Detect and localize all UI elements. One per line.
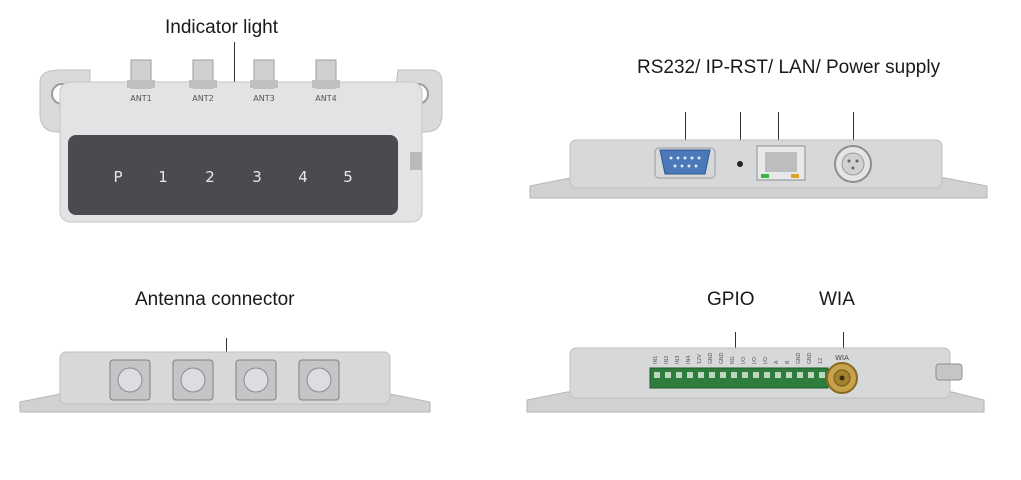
lan-pointer <box>778 112 779 154</box>
gpio-pin-labels: IN1 IN2 IN3 IN4 12V GND GND NG I/O I/O I… <box>653 352 824 364</box>
gpio-terminal-block <box>649 367 829 389</box>
ant2-label: ANT2 <box>192 94 213 103</box>
gpio-pin-label: I/O <box>752 357 758 364</box>
rear-view-device <box>529 139 988 199</box>
antenna-connector-label: Antenna connector <box>135 289 295 310</box>
power-connector <box>834 145 872 183</box>
rear-ports-label: RS232/ IP-RST/ LAN/ Power supply <box>637 57 941 78</box>
gpio-view-device: IN1 IN2 IN3 IN4 12V GND GND NG I/O I/O I… <box>526 347 985 413</box>
gpio-pin-label: IN3 <box>675 356 681 364</box>
gpio-pin-label: A <box>774 360 780 364</box>
indicator-3: 3 <box>252 168 262 186</box>
indicator-panel <box>68 135 398 215</box>
ant1-label: ANT1 <box>130 94 151 103</box>
gpio-pin-label: IN2 <box>664 356 670 364</box>
wia-connector <box>826 362 858 394</box>
antenna-connector-1 <box>109 359 151 401</box>
gpio-pin-label: 12 <box>818 358 824 364</box>
ant4-label: ANT4 <box>315 94 336 103</box>
indicator-5: 5 <box>343 168 353 186</box>
indicator-p: P <box>113 168 122 186</box>
ip-rst-pointer <box>740 112 741 154</box>
rs232-port <box>654 147 716 179</box>
wia-port-label: WIA <box>835 354 849 362</box>
gpio-pin-label: 12V <box>697 354 703 364</box>
antenna-view-device <box>19 351 431 413</box>
indicator-light-label: Indicator light <box>165 17 279 38</box>
ant3-label: ANT3 <box>253 94 274 103</box>
power-pointer <box>853 112 854 154</box>
antenna-connector-2 <box>172 359 214 401</box>
gpio-label: GPIO <box>707 289 755 310</box>
gpio-pin-label: GND <box>807 352 813 364</box>
top-view-device: ANT1 ANT2 ANT3 ANT4 P 1 2 3 4 5 <box>39 59 443 223</box>
indicator-2: 2 <box>205 168 215 186</box>
gpio-pin-label: GND <box>719 352 725 364</box>
indicator-4: 4 <box>298 168 308 186</box>
gpio-pin-label: GND <box>708 352 714 364</box>
antenna-connector-4 <box>298 359 340 401</box>
lan-port <box>756 145 806 181</box>
wia-label: WIA <box>819 289 855 310</box>
gpio-pin-label: IN1 <box>653 356 659 364</box>
rs232-pointer <box>685 112 686 154</box>
antenna-connectors-top <box>127 59 340 89</box>
gpio-pin-label: GND <box>796 352 802 364</box>
ip-rst-hole <box>737 161 743 167</box>
gpio-pin-label: NG <box>730 356 736 364</box>
gpio-pin-label: IN4 <box>686 356 692 364</box>
antenna-connector-3 <box>235 359 277 401</box>
gpio-pin-label: B <box>785 360 791 364</box>
indicator-1: 1 <box>158 168 168 186</box>
gpio-pin-label: I/O <box>763 357 769 364</box>
gpio-pin-label: I/O <box>741 357 747 364</box>
